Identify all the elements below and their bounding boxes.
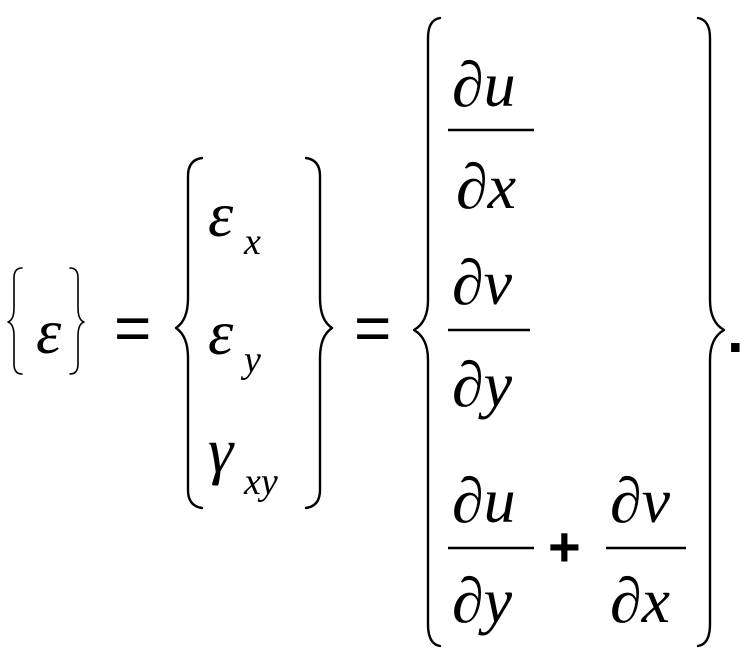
du-dy-numerator: ∂u xyxy=(452,465,516,536)
right-left-brace xyxy=(412,16,442,648)
terminating-period: . xyxy=(727,298,744,365)
plus-sign: + xyxy=(548,515,581,578)
derivative-vector: ∂u ∂x ∂v ∂y ∂u ∂y xyxy=(412,16,726,648)
equals-sign-2: = xyxy=(354,292,391,364)
epsilon-y-subscript: y xyxy=(240,339,261,381)
epsilon-x-subscript: x xyxy=(243,221,261,263)
du-dx-numerator: ∂u xyxy=(452,49,516,120)
middle-left-brace xyxy=(174,156,204,510)
lhs-left-brace xyxy=(7,267,23,375)
shear-strain-expression: ∂u ∂y + ∂v ∂x xyxy=(448,465,686,636)
gamma-xy-subscript: xy xyxy=(243,461,278,503)
lhs-strain-vector: ε xyxy=(7,267,85,375)
lhs-epsilon: ε xyxy=(36,296,62,367)
du-dx-denominator: ∂x xyxy=(456,151,516,222)
dv-dx-denominator: ∂x xyxy=(610,565,670,636)
right-right-brace xyxy=(696,16,726,648)
dv-dx-numerator: ∂v xyxy=(610,465,671,536)
du-dx-fraction: ∂u ∂x xyxy=(448,49,534,222)
du-dy-denominator: ∂y xyxy=(452,565,513,636)
epsilon-x-row: ε x xyxy=(208,179,261,263)
gamma-xy-row: γ xy xyxy=(208,415,278,503)
equals-sign-1: = xyxy=(114,292,151,364)
du-dy-fraction: ∂u ∂y xyxy=(448,465,534,636)
dv-dy-fraction: ∂v ∂y xyxy=(448,247,530,420)
lhs-right-brace xyxy=(69,267,85,375)
epsilon-y-row: ε y xyxy=(208,297,261,381)
middle-strain-components: ε x ε y γ xy xyxy=(174,156,334,510)
epsilon-x-base: ε xyxy=(208,179,234,250)
gamma-xy-base: γ xyxy=(208,415,235,486)
middle-right-brace xyxy=(304,156,334,510)
epsilon-y-base: ε xyxy=(208,297,234,368)
dv-dx-fraction: ∂v ∂x xyxy=(606,465,686,636)
dv-dy-denominator: ∂y xyxy=(452,349,513,420)
dv-dy-numerator: ∂v xyxy=(452,247,513,318)
